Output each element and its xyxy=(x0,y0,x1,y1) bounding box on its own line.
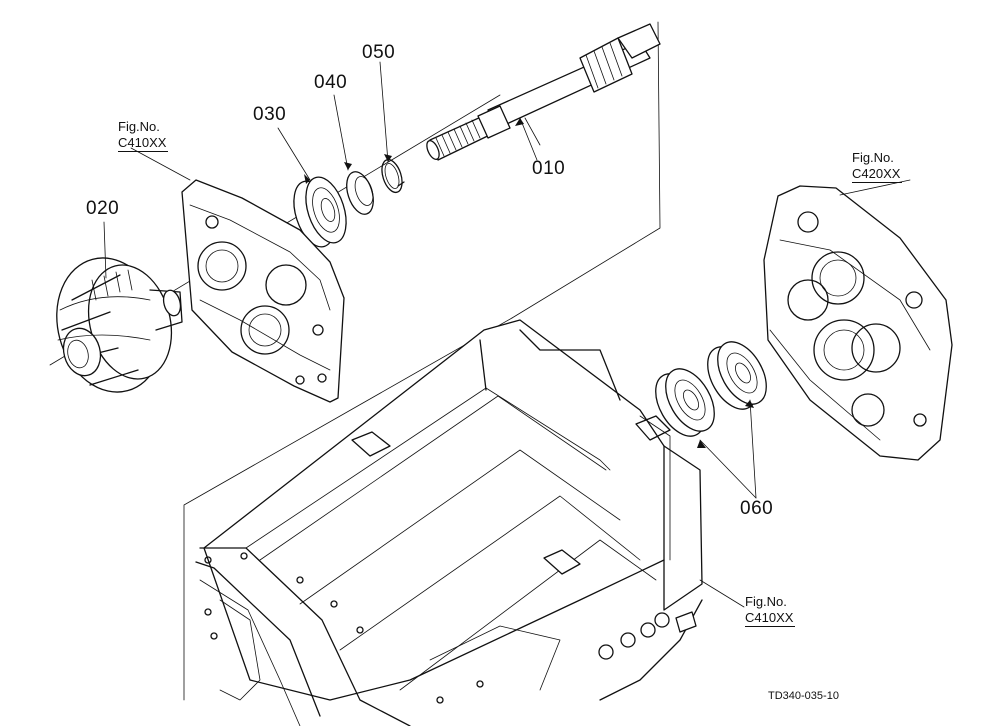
spacer-040 xyxy=(342,168,378,217)
figure-reference-prefix: Fig.No. xyxy=(852,150,894,165)
part-number-050: 050 xyxy=(362,42,396,63)
figure-reference-right: Fig.No. C420XX xyxy=(852,150,903,183)
figure-reference-prefix: Fig.No. xyxy=(118,119,160,134)
shaft-010 xyxy=(424,24,660,161)
part-number-030: 030 xyxy=(253,104,287,125)
part-number-040: 040 xyxy=(314,72,348,93)
assembly-020 xyxy=(42,246,183,404)
housing-cover-left xyxy=(182,180,344,402)
leader-lines xyxy=(104,62,910,607)
figure-reference-left: Fig.No. C410XX xyxy=(118,119,169,152)
part-number-010: 010 xyxy=(532,158,566,179)
figure-reference-code: C420XX xyxy=(852,166,903,183)
transmission-case xyxy=(196,320,702,726)
figure-reference-code: C410XX xyxy=(118,135,169,152)
part-number-060: 060 xyxy=(740,498,774,519)
figure-reference-code: C410XX xyxy=(745,610,796,627)
part-number-020: 020 xyxy=(86,198,120,219)
drawing-code: TD340-035-10 xyxy=(768,690,839,702)
bearings-060 xyxy=(646,334,777,445)
snap-ring-050 xyxy=(378,157,406,195)
housing-cover-right xyxy=(764,186,952,460)
bearing-030 xyxy=(286,172,353,252)
figure-reference-bottom: Fig.No. C410XX xyxy=(745,594,796,627)
figure-reference-prefix: Fig.No. xyxy=(745,594,787,609)
